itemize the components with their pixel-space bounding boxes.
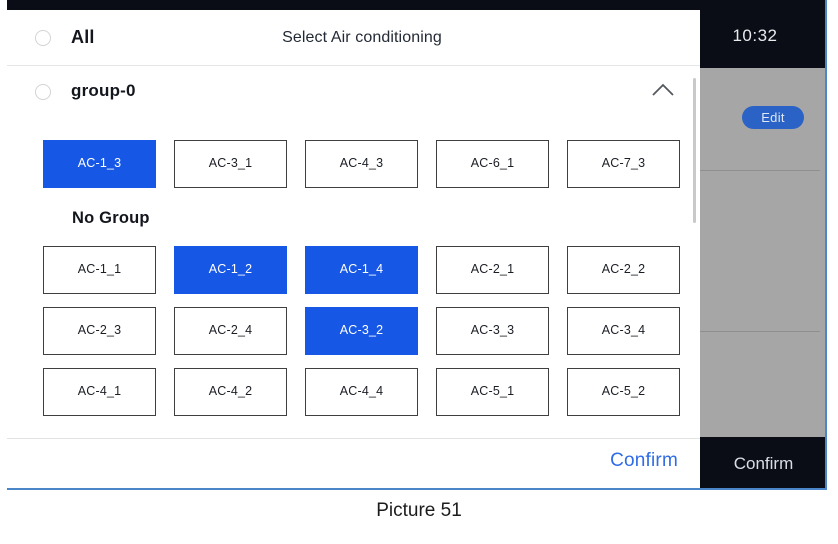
device-tile[interactable]: AC-3_1 bbox=[174, 140, 287, 188]
device-tile[interactable]: AC-4_1 bbox=[43, 368, 156, 416]
dialog-confirm-button[interactable]: Confirm bbox=[610, 450, 678, 471]
device-tile[interactable]: AC-1_4 bbox=[305, 246, 418, 294]
bottom-confirm-button[interactable]: Confirm bbox=[733, 454, 794, 473]
figure-caption: Picture 51 bbox=[376, 500, 462, 521]
device-tile[interactable]: AC-4_2 bbox=[174, 368, 287, 416]
device-tile[interactable]: AC-1_2 bbox=[174, 246, 287, 294]
clock-label: 10:32 bbox=[732, 26, 778, 45]
chevron-up-icon[interactable] bbox=[652, 83, 674, 97]
device-tile[interactable]: AC-5_1 bbox=[436, 368, 549, 416]
edit-button[interactable]: Edit bbox=[742, 106, 804, 129]
device-tile[interactable]: AC-2_4 bbox=[174, 307, 287, 355]
dialog-title: Select Air conditioning bbox=[282, 29, 442, 46]
device-tile[interactable]: AC-4_3 bbox=[305, 140, 418, 188]
device-tile[interactable]: AC-1_1 bbox=[43, 246, 156, 294]
device-tile[interactable]: AC-2_2 bbox=[567, 246, 680, 294]
side-panel-divider bbox=[700, 331, 820, 332]
device-tile[interactable]: AC-7_3 bbox=[567, 140, 680, 188]
device-tile[interactable]: AC-3_2 bbox=[305, 307, 418, 355]
device-tile[interactable]: AC-3_4 bbox=[567, 307, 680, 355]
device-tile[interactable]: AC-4_4 bbox=[305, 368, 418, 416]
device-tile[interactable]: AC-2_1 bbox=[436, 246, 549, 294]
device-screen: 10:32 Edit Confirm All Select Air condit… bbox=[7, 0, 827, 490]
select-all-radio[interactable] bbox=[35, 30, 51, 46]
select-all-label[interactable]: All bbox=[71, 27, 95, 47]
device-tile[interactable]: AC-2_3 bbox=[43, 307, 156, 355]
status-bar: 10:32 bbox=[685, 0, 825, 68]
group-row-group-0[interactable]: group-0 bbox=[7, 65, 700, 118]
dialog-footer: Confirm bbox=[7, 438, 700, 488]
dialog-header: All Select Air conditioning bbox=[7, 10, 700, 66]
device-tile[interactable]: AC-6_1 bbox=[436, 140, 549, 188]
list-scrollbar[interactable] bbox=[693, 78, 696, 223]
device-tile[interactable]: AC-5_2 bbox=[567, 368, 680, 416]
group-radio[interactable] bbox=[35, 84, 51, 100]
background-side-panel: Edit bbox=[700, 68, 825, 437]
group-label: group-0 bbox=[71, 81, 136, 100]
device-tile[interactable]: AC-1_3 bbox=[43, 140, 156, 188]
side-panel-divider bbox=[700, 170, 820, 171]
section-label-no-group: No Group bbox=[72, 209, 150, 227]
device-tile[interactable]: AC-3_3 bbox=[436, 307, 549, 355]
select-air-conditioning-dialog: All Select Air conditioning group-0 AC-1… bbox=[7, 10, 700, 488]
